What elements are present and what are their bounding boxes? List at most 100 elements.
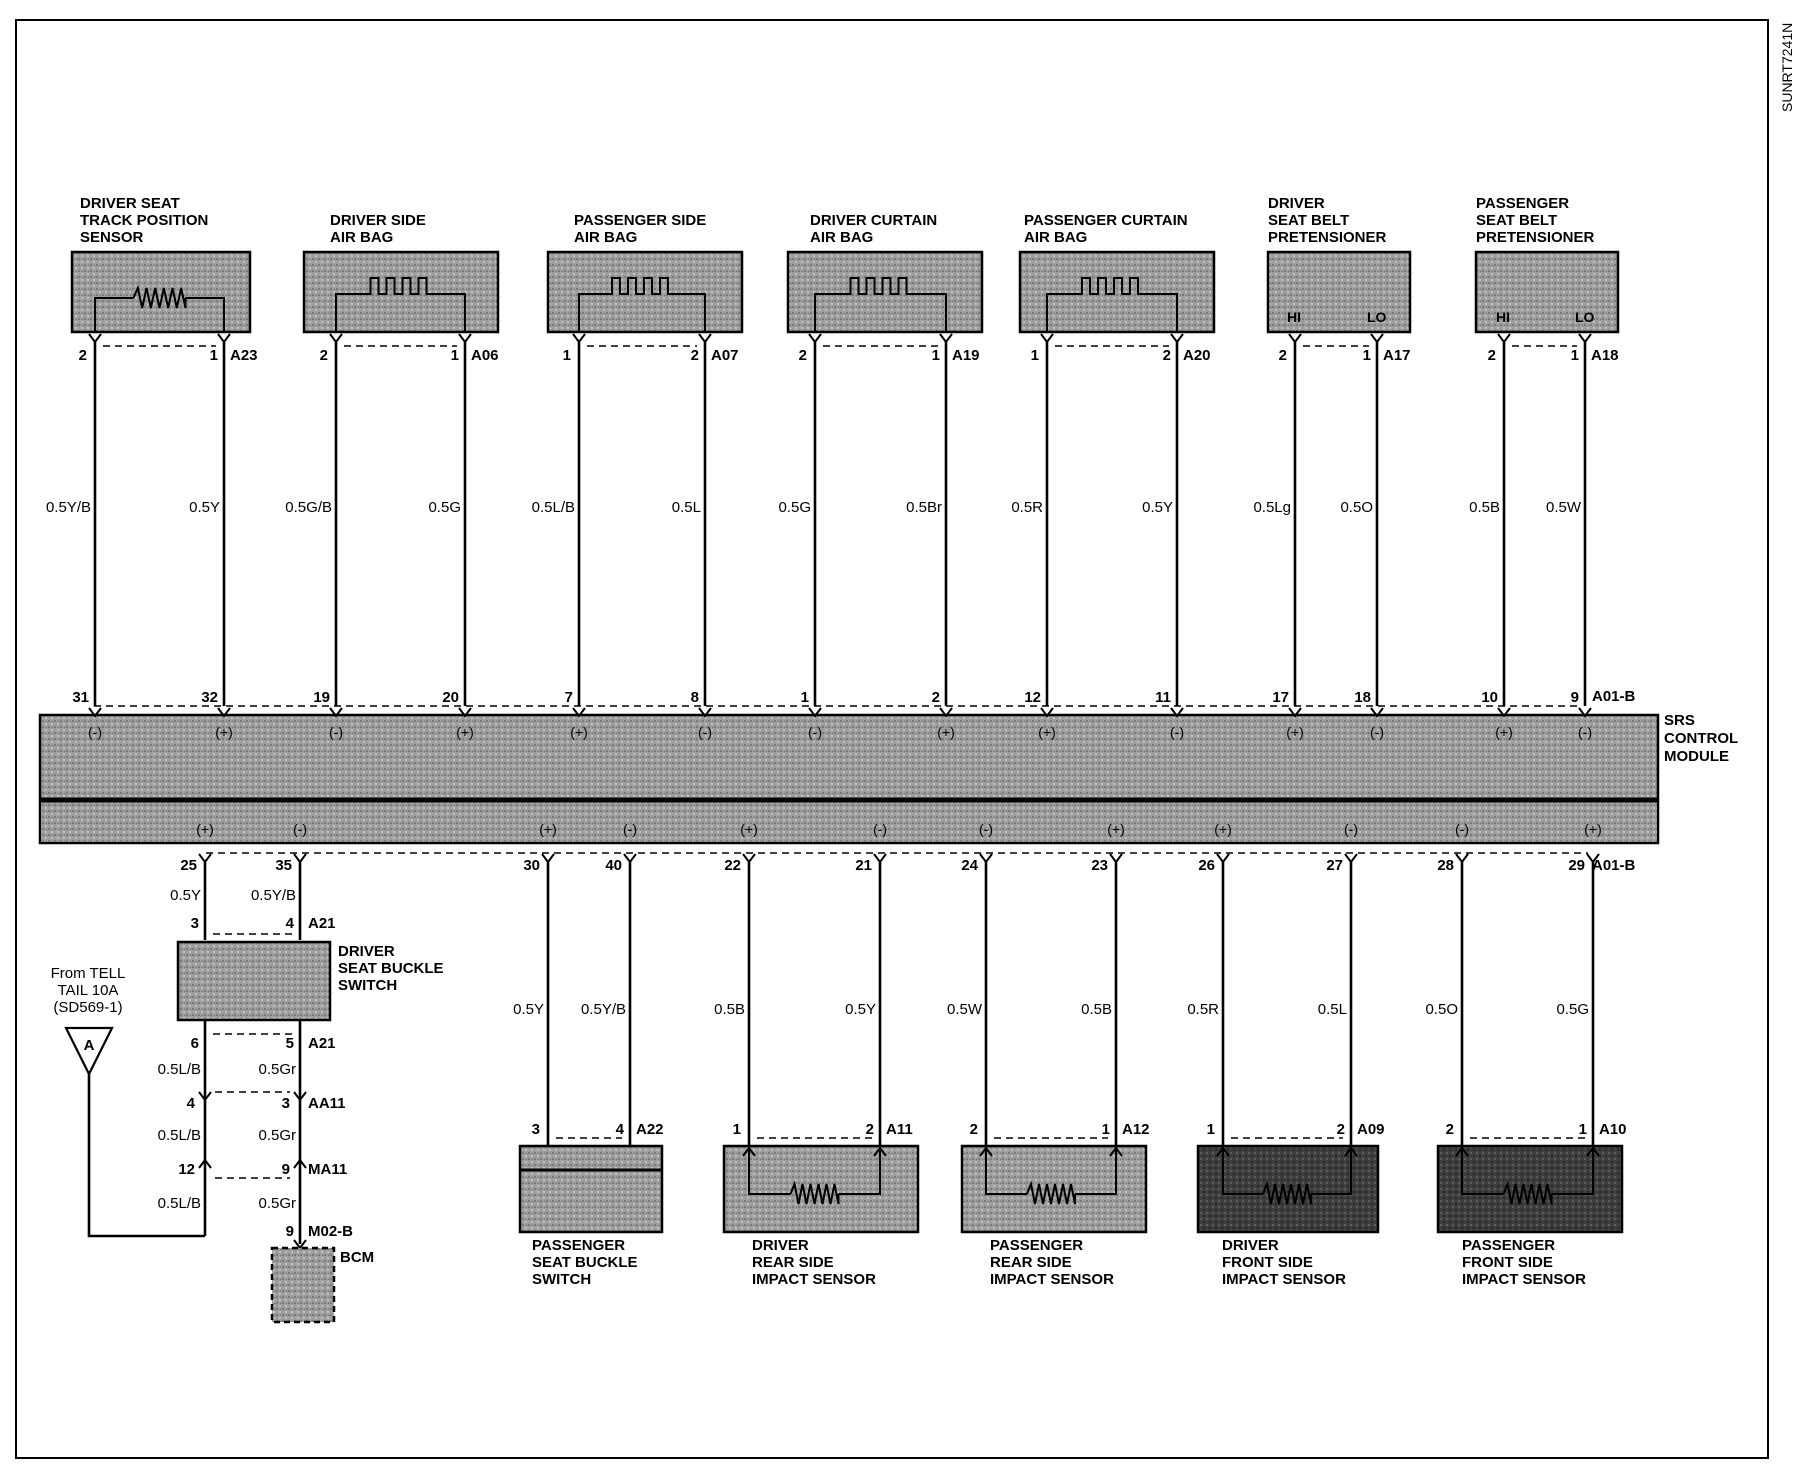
driver-front-side-impact-sensor-pin-left: 1 xyxy=(1207,1121,1215,1138)
internal-wire-left xyxy=(94,297,134,332)
driver-side-air-bag-connector: A06 xyxy=(471,347,499,364)
driver-side-air-bag-module-pin-left: 19 xyxy=(313,689,330,706)
passenger-curtain-air-bag-body xyxy=(1018,250,1216,334)
driver-seat-belt-pretensioner-connector: A17 xyxy=(1383,347,1411,364)
passenger-seat-buckle-switch-module-pin-right: 40 xyxy=(605,857,622,874)
switch-bottom-pin-left: 6 xyxy=(191,1035,199,1052)
driver-seat-belt-pretensioner-wire-right-color: 0.5O xyxy=(1340,499,1373,516)
passenger-side-air-bag-module-arrow-right xyxy=(698,707,712,718)
driver-rear-side-impact-sensor-connector: A11 xyxy=(886,1121,913,1138)
driver-seat-belt-pretensioner-label-2: SEAT BELT xyxy=(1268,212,1349,229)
driver-seat-belt-pretensioner-label-1: DRIVER xyxy=(1268,195,1325,212)
module-polarity-25: (+) xyxy=(196,821,214,837)
driver-seat-track-position-sensor-pin-right: 1 xyxy=(210,347,218,364)
driver-curtain-air-bag-pin-right-arrow xyxy=(939,333,953,344)
aa11-left-arrow xyxy=(198,1091,212,1102)
driver-rear-side-impact-sensor-pin-right: 2 xyxy=(866,1121,874,1138)
passenger-front-side-impact-sensor-polarity-right: (+) xyxy=(1584,821,1602,837)
driver-side-air-bag-label-2: AIR BAG xyxy=(330,229,393,246)
driver-side-air-bag-module-pin-right: 20 xyxy=(442,689,459,706)
driver-seat-track-position-sensor-label-2: TRACK POSITION xyxy=(80,212,208,229)
passenger-curtain-air-bag-pin-left-arrow xyxy=(1040,333,1054,344)
passenger-rear-side-impact-sensor-wire-right-color: 0.5B xyxy=(1081,1001,1112,1018)
passenger-side-air-bag-module-pin-left: 7 xyxy=(565,689,573,706)
page-code: SUNRT7241N xyxy=(1779,23,1795,112)
passenger-front-side-impact-sensor-polarity-left: (-) xyxy=(1455,821,1469,837)
internal-wire-right xyxy=(185,297,225,332)
internal-wire-left xyxy=(1461,1148,1504,1195)
passenger-side-air-bag-pin-left: 1 xyxy=(563,347,571,364)
passenger-seat-belt-pretensioner-polarity-left: (+) xyxy=(1495,724,1513,740)
driver-curtain-air-bag-wire-right-color: 0.5Br xyxy=(906,499,942,516)
driver-seat-track-position-sensor-pin-left: 2 xyxy=(79,347,87,364)
driver-curtain-air-bag-module-arrow-left xyxy=(808,707,822,718)
driver-rear-side-impact-sensor-module-arrow-left xyxy=(742,853,756,864)
passenger-front-side-impact-sensor-module-pin-left: 28 xyxy=(1437,857,1454,874)
passenger-seat-buckle-switch-module-arrow-left xyxy=(541,853,555,864)
passenger-front-side-impact-sensor-wire-left-color: 0.5O xyxy=(1425,1001,1458,1018)
driver-rear-side-impact-sensor-label-2: REAR SIDE xyxy=(752,1254,834,1271)
passenger-side-air-bag-label-1: PASSENGER SIDE xyxy=(574,212,706,229)
driver-seat-track-position-sensor-wire-right-color: 0.5Y xyxy=(189,499,220,516)
driver-curtain-air-bag-polarity-left: (-) xyxy=(808,724,822,740)
passenger-seat-buckle-switch-polarity-right: (-) xyxy=(623,821,637,837)
driver-curtain-air-bag-pin-right: 1 xyxy=(932,347,940,364)
internal-wire-left xyxy=(1222,1148,1263,1195)
passenger-rear-side-impact-sensor-module-pin-left: 24 xyxy=(961,857,978,874)
aa11-connector: AA11 xyxy=(308,1095,346,1112)
wire-0-5gr-2: 0.5Gr xyxy=(258,1127,296,1144)
passenger-seat-belt-pretensioner-module-pin-right: 9 xyxy=(1571,689,1579,706)
driver-side-air-bag-label-1: DRIVER SIDE xyxy=(330,212,426,229)
passenger-rear-side-impact-sensor-connector: A12 xyxy=(1122,1121,1150,1138)
driver-front-side-impact-sensor-connector: A09 xyxy=(1357,1121,1385,1138)
driver-seat-belt-pretensioner-pin-right: 1 xyxy=(1363,347,1371,364)
passenger-seat-buckle-switch-module-pin-left: 30 xyxy=(523,857,540,874)
wire-0-5gr-3: 0.5Gr xyxy=(258,1195,296,1212)
module-polarity-35: (-) xyxy=(293,821,307,837)
internal-wire-left xyxy=(748,1148,791,1195)
driver-seat-belt-pretensioner-polarity-right: (-) xyxy=(1370,724,1384,740)
passenger-seat-belt-pretensioner-pin-left: 2 xyxy=(1488,347,1496,364)
squib-symbol xyxy=(844,277,917,295)
driver-seat-track-position-sensor-polarity-right: (+) xyxy=(215,724,233,740)
passenger-seat-belt-pretensioner-module-pin-left: 10 xyxy=(1481,689,1498,706)
passenger-seat-belt-pretensioner-wire-left-color: 0.5B xyxy=(1469,499,1500,516)
passenger-seat-buckle-switch-polarity-left: (+) xyxy=(539,821,557,837)
passenger-curtain-air-bag-wire-right-color: 0.5Y xyxy=(1142,499,1173,516)
driver-curtain-air-bag-module-pin-left: 1 xyxy=(801,689,809,706)
passenger-front-side-impact-sensor-module-arrow-left xyxy=(1455,853,1469,864)
driver-seat-belt-pretensioner-module-arrow-left xyxy=(1288,707,1302,718)
passenger-curtain-air-bag-polarity-right: (-) xyxy=(1170,724,1184,740)
passenger-side-air-bag-module-arrow-left xyxy=(572,707,586,718)
passenger-side-air-bag-wire-right-color: 0.5L xyxy=(672,499,701,516)
passenger-seat-buckle-switch-module-arrow-right xyxy=(623,853,637,864)
driver-seat-track-position-sensor-label-1: DRIVER SEAT xyxy=(80,195,180,212)
passenger-seat-belt-pretensioner-hi-terminal: HI xyxy=(1496,309,1510,325)
switch-top-pin-left: 3 xyxy=(191,915,199,932)
passenger-seat-belt-pretensioner-connector: A18 xyxy=(1591,347,1619,364)
passenger-rear-side-impact-sensor-label-1: PASSENGER xyxy=(990,1237,1083,1254)
reference-triangle xyxy=(64,1026,114,1077)
passenger-side-air-bag-pin-right: 2 xyxy=(691,347,699,364)
passenger-front-side-impact-sensor-pin-right: 1 xyxy=(1579,1121,1587,1138)
ma11-right-arrow xyxy=(293,1158,307,1169)
driver-front-side-impact-sensor-module-arrow-left xyxy=(1216,853,1230,864)
passenger-curtain-air-bag-label-1: PASSENGER CURTAIN xyxy=(1024,212,1188,229)
switch-top-pin-right: 4 xyxy=(286,915,295,932)
driver-seat-track-position-sensor-module-pin-right: 32 xyxy=(201,689,218,706)
passenger-front-side-impact-sensor-label-3: IMPACT SENSOR xyxy=(1462,1271,1586,1288)
passenger-seat-belt-pretensioner-label-1: PASSENGER xyxy=(1476,195,1569,212)
driver-rear-side-impact-sensor-wire-left-color: 0.5B xyxy=(714,1001,745,1018)
driver-side-air-bag-pin-left: 2 xyxy=(320,347,328,364)
passenger-side-air-bag-wire-left-color: 0.5L/B xyxy=(532,499,575,516)
passenger-front-side-impact-sensor-wire-right-color: 0.5G xyxy=(1556,1001,1589,1018)
driver-front-side-impact-sensor-label-1: DRIVER xyxy=(1222,1237,1279,1254)
driver-front-side-impact-sensor-polarity-right: (-) xyxy=(1344,821,1358,837)
module-arrow-25 xyxy=(198,853,212,864)
driver-seat-track-position-sensor-body xyxy=(70,250,252,334)
